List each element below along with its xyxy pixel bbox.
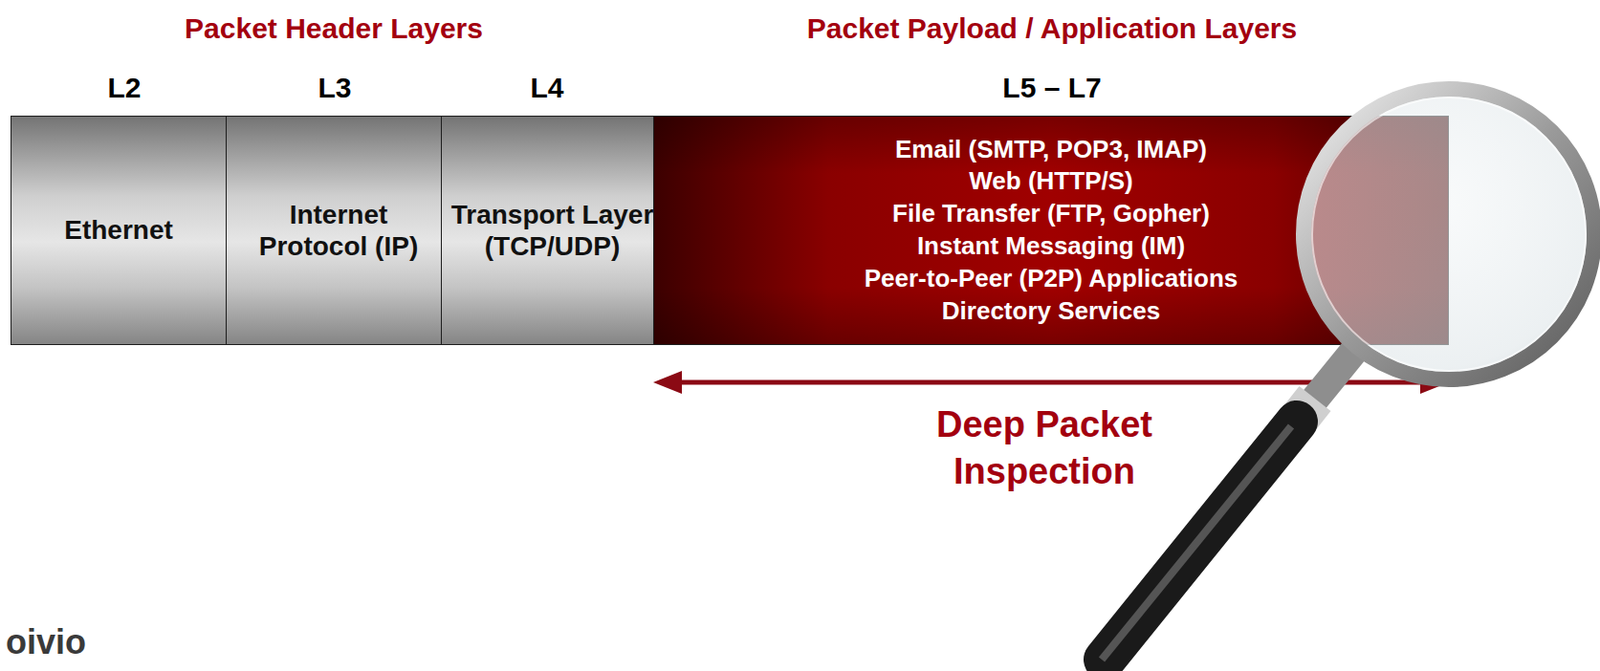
layer-number: L4	[529, 68, 564, 107]
handle-shine	[1101, 426, 1292, 660]
inspection-label: Deep Packet Inspection	[900, 401, 1188, 497]
arrow-shaft	[671, 380, 1432, 386]
glass-collar	[1300, 398, 1316, 417]
protocol-line: Directory Services	[942, 295, 1161, 329]
glass-handle	[1104, 421, 1297, 660]
logo-text: oivio	[5, 620, 87, 666]
rim-highlight	[1312, 97, 1586, 372]
protocol-line: File Transfer (FTP, Gopher)	[892, 197, 1210, 231]
layer-name: Internet Protocol (IP)	[226, 198, 451, 263]
section-heading: Packet Payload / Application Layers	[807, 9, 1297, 47]
arrow-head	[1420, 371, 1449, 395]
protocol-line: Peer-to-Peer (P2P) Applications	[864, 263, 1239, 296]
glass-rim	[1303, 88, 1595, 380]
layer-box: Internet Protocol (IP)	[225, 115, 452, 346]
layer-box: Ethernet	[10, 115, 227, 346]
arrow-head	[653, 371, 682, 395]
protocol-line: Web (HTTP/S)	[968, 165, 1133, 198]
layer-box: Transport Layer (TCP/UDP)	[440, 115, 664, 346]
layer-number: L3	[317, 68, 351, 107]
payload-band: Email (SMTP, POP3, IMAP)Web (HTTP/S)File…	[653, 115, 1449, 346]
layer-name: Transport Layer (TCP/UDP)	[441, 198, 663, 263]
layer-name: Ethernet	[56, 214, 181, 246]
glass-neck	[1312, 346, 1359, 403]
protocol-line: Email (SMTP, POP3, IMAP)	[895, 133, 1207, 167]
layer-number: L5 – L7	[1002, 68, 1101, 107]
layer-number: L2	[107, 68, 141, 107]
section-heading: Packet Header Layers	[184, 9, 483, 47]
protocol-line: Instant Messaging (IM)	[917, 230, 1185, 264]
glass-lens	[1303, 88, 1595, 380]
